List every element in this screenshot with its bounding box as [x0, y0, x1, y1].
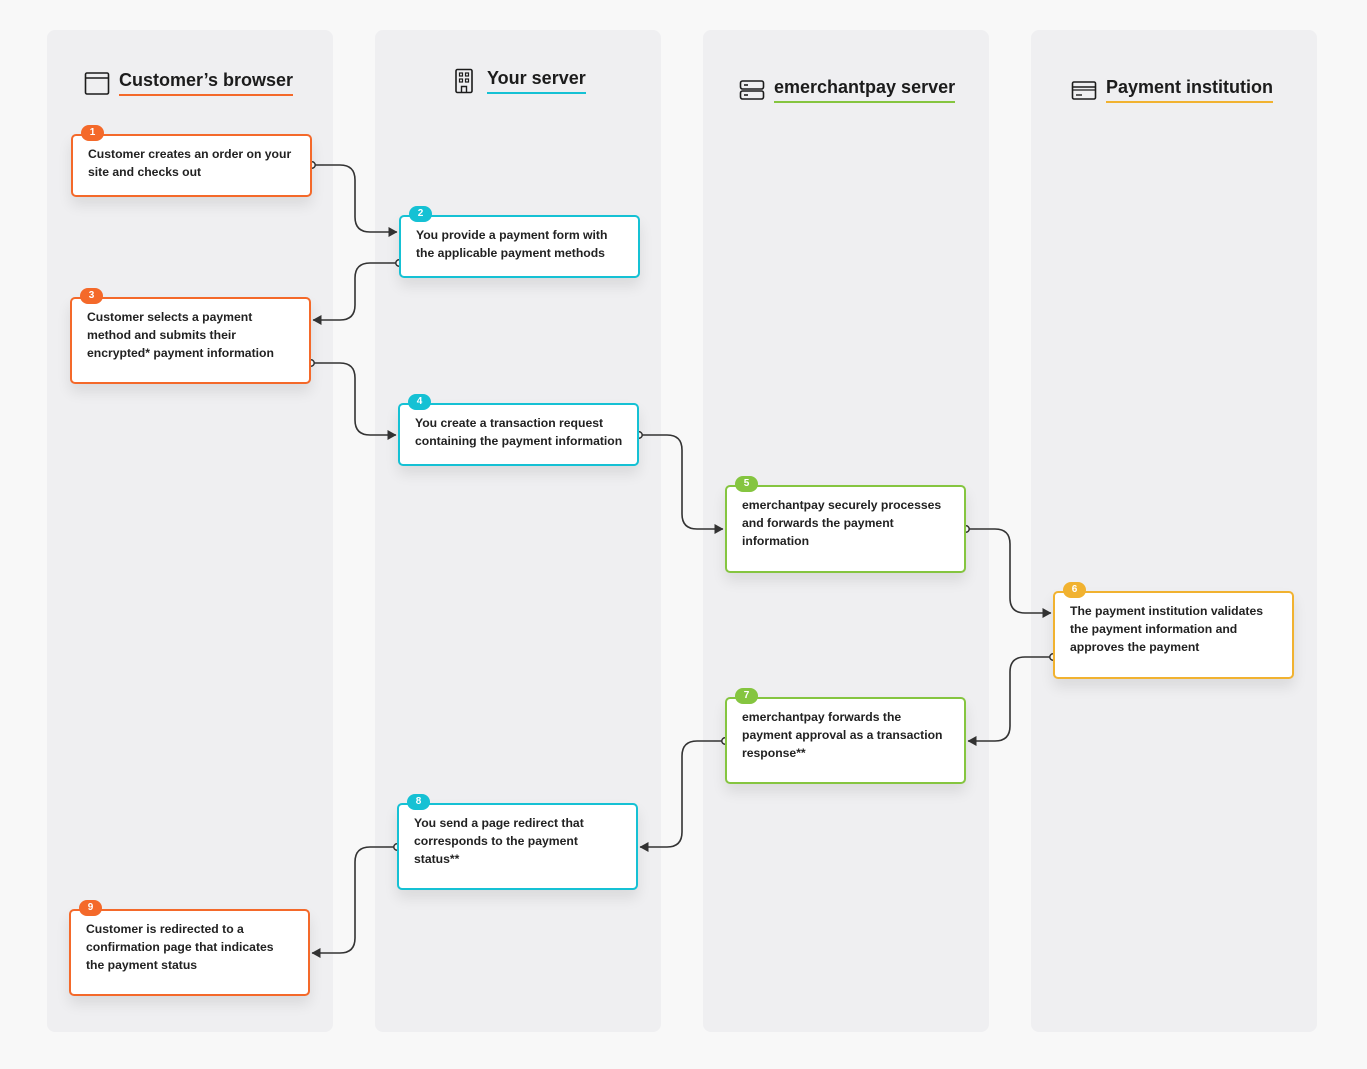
step-number-badge: 8 [407, 794, 430, 810]
step-number-badge: 4 [408, 394, 431, 410]
credit-card-icon [1071, 81, 1097, 100]
step-9-card: 9 Customer is redirected to a confirmati… [69, 900, 310, 996]
server-rack-icon [739, 80, 765, 100]
step-text: The payment institution validates the pa… [1070, 604, 1264, 654]
step-text: emerchantpay securely processes and forw… [742, 498, 942, 548]
step-number-badge: 6 [1063, 582, 1086, 598]
step-text: emerchantpay forwards the payment approv… [742, 710, 943, 760]
browser-window-icon [84, 72, 110, 95]
lane-payment-institution [1031, 30, 1317, 1032]
step-6-card: 6 The payment institution validates the … [1053, 582, 1294, 679]
step-3-card: 3 Customer selects a payment method and … [70, 288, 311, 384]
step-number-badge: 3 [80, 288, 103, 304]
lane-header-emerchantpay-server: emerchantpay server [739, 77, 956, 103]
step-number-badge: 9 [79, 900, 102, 916]
lane-header-payment-institution: Payment institution [1071, 77, 1274, 103]
step-text: You create a transaction request contain… [415, 416, 623, 448]
lane-title: Your server [487, 68, 586, 94]
building-icon [455, 68, 473, 94]
lane-customers-browser [47, 30, 333, 1032]
step-text: Customer is redirected to a confirmation… [86, 922, 274, 972]
step-text: You send a page redirect that correspond… [414, 816, 584, 866]
step-number-badge: 5 [735, 476, 758, 492]
step-number-badge: 7 [735, 688, 758, 704]
step-2-card: 2 You provide a payment form with the ap… [399, 206, 640, 278]
step-1-card: 1 Customer creates an order on your site… [71, 125, 312, 197]
lane-header-customers-browser: Customer’s browser [84, 70, 294, 96]
step-5-card: 5 emerchantpay securely processes and fo… [725, 476, 966, 573]
step-number-badge: 1 [81, 125, 104, 141]
lane-header-your-server: Your server [452, 68, 586, 94]
step-7-card: 7 emerchantpay forwards the payment appr… [725, 688, 966, 784]
step-number-badge: 2 [409, 206, 432, 222]
step-4-card: 4 You create a transaction request conta… [398, 394, 639, 466]
step-text: You provide a payment form with the appl… [416, 228, 608, 260]
step-text: Customer creates an order on your site a… [88, 147, 292, 179]
step-text: Customer selects a payment method and su… [87, 310, 274, 360]
lane-title: Payment institution [1106, 77, 1274, 103]
lane-title: emerchantpay server [774, 77, 956, 103]
lane-title: Customer’s browser [119, 70, 294, 96]
step-8-card: 8 You send a page redirect that correspo… [397, 794, 638, 890]
